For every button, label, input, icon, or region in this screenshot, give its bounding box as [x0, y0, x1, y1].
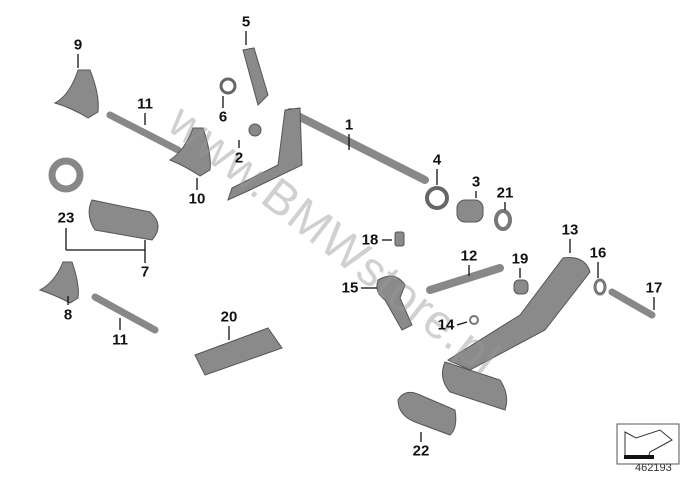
part-bolt-17: [608, 288, 656, 319]
callout-8[interactable]: 8: [63, 306, 73, 324]
image-number: 462193: [635, 462, 672, 474]
callout-17[interactable]: 17: [645, 279, 663, 297]
callout-20[interactable]: 20: [220, 308, 238, 326]
leader-lines: [65, 31, 655, 442]
callout-13[interactable]: 13: [561, 221, 579, 239]
part-linkage-rod-12: [426, 264, 504, 294]
part-shift-fork-8: [38, 261, 79, 304]
callout-22[interactable]: 22: [412, 442, 430, 460]
callout-11-top[interactable]: 11: [137, 95, 153, 113]
part-bush-19: [513, 279, 529, 295]
callout-4[interactable]: 4: [432, 151, 442, 169]
part-spring-2: [248, 123, 262, 137]
callout-18[interactable]: 18: [361, 231, 379, 249]
callout-12[interactable]: 12: [460, 247, 478, 265]
part-shift-rod-11-top: [106, 111, 182, 154]
part-shift-rod-11-bottom: [91, 293, 159, 334]
callout-7[interactable]: 7: [140, 263, 150, 281]
part-shift-fork-10: [168, 127, 211, 177]
part-pedal-rubber-22: [397, 391, 457, 436]
part-washer-16: [593, 278, 607, 296]
callout-21[interactable]: 21: [496, 184, 514, 202]
part-screw-18: [394, 231, 405, 247]
part-spring-6: [219, 77, 237, 95]
callout-3[interactable]: 3: [471, 173, 481, 191]
orientation-symbol: [616, 423, 680, 465]
part-bush-3: [456, 199, 484, 223]
callout-14[interactable]: 14: [437, 316, 455, 334]
part-lever-15: [376, 275, 413, 331]
callout-23[interactable]: 23: [57, 209, 75, 227]
part-lever-5: [242, 47, 269, 106]
callout-2[interactable]: 2: [234, 149, 244, 167]
part-washer-21: [494, 209, 512, 231]
part-shift-drum-7: [88, 199, 159, 241]
callout-1[interactable]: 1: [344, 116, 354, 134]
part-shift-pedal-13: [446, 257, 591, 371]
callout-19[interactable]: 19: [511, 250, 529, 268]
callout-6[interactable]: 6: [218, 108, 228, 126]
part-shift-shaft-1: [286, 108, 429, 184]
part-cam-disk-23: [48, 157, 84, 193]
callout-15[interactable]: 15: [341, 279, 359, 297]
part-clip-14: [469, 315, 479, 325]
callout-9[interactable]: 9: [73, 36, 83, 54]
part-shift-shaft-1-arm: [227, 107, 303, 201]
part-pedal-peg: [441, 361, 508, 411]
callout-16[interactable]: 16: [589, 244, 607, 262]
callout-5[interactable]: 5: [241, 13, 251, 31]
callout-11-bottom[interactable]: 11: [112, 331, 128, 349]
part-grease-tube-20: [194, 327, 283, 376]
part-spring-4: [425, 186, 449, 210]
part-shift-fork-9: [53, 69, 99, 119]
callout-10[interactable]: 10: [188, 190, 206, 208]
